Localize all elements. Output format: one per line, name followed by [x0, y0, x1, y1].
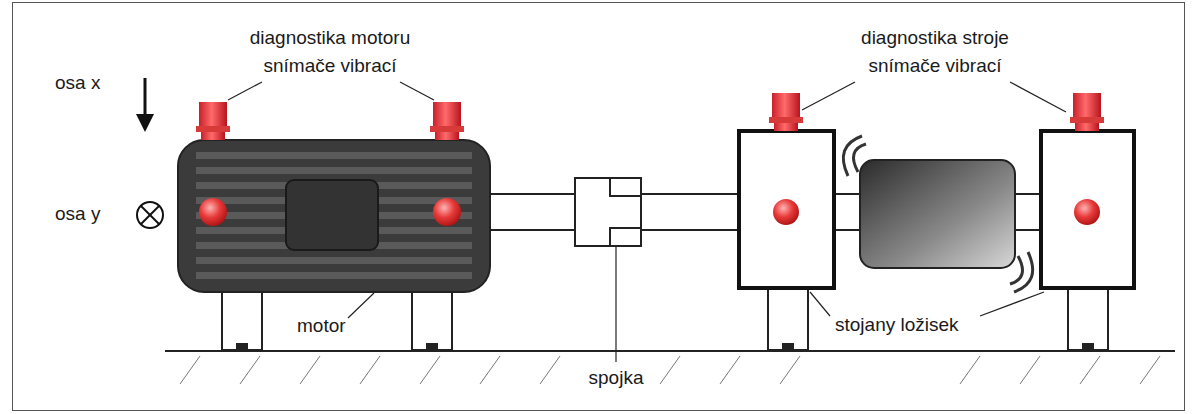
callout-label: diagnostika motoru — [250, 27, 411, 49]
part-label: motor — [297, 315, 346, 337]
part-label: stojany ložisek — [835, 314, 959, 336]
callout-label: snímače vibrací — [868, 55, 1001, 77]
axis-label: osa y — [55, 203, 100, 225]
callout-label: snímače vibrací — [263, 55, 396, 77]
axis-label: osa x — [55, 72, 100, 94]
callout-label: diagnostika stroje — [861, 27, 1009, 49]
part-label: spojka — [589, 367, 644, 389]
